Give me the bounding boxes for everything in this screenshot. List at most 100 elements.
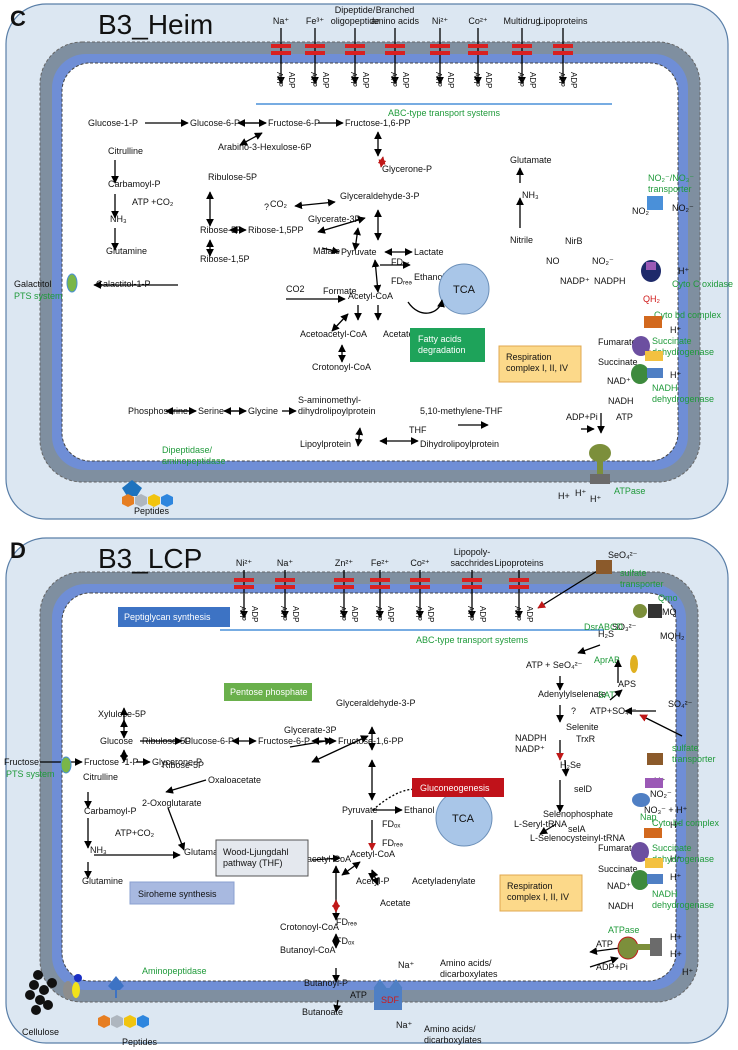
transporter-substrate: Multidrug [503,16,540,26]
atp-label: ATP [414,606,423,621]
adp-label: ADP [401,72,410,88]
metabolite-label: Glycerone-P [382,164,432,174]
cyto-c-oxidase-sub [646,262,656,270]
metabolite-label: Ribose-1,5P [200,254,250,264]
peptides-icon [122,480,173,507]
transporter-substrate: Lipoproteins [538,16,588,26]
succinate-dh-sub [645,351,663,361]
adp-label: ADP [287,72,296,88]
metabolite-label: Glutamine [106,246,147,256]
metabolite-label: Acetoacetyl-CoA [300,329,367,339]
metabolite-label: NirB [565,236,583,246]
atpase-head [617,936,639,960]
metabolite-label: Carbamoyl-P [84,806,137,816]
metabolite-label: Acetyl-CoA [350,849,395,859]
atp-label: ATP [557,72,566,87]
siroheme-box [129,881,235,905]
transporter-bar [462,585,482,589]
metabolite-label: NH₃ [90,845,107,855]
metabolite-label: H⁺ [678,266,689,276]
transporter-bar [512,51,532,55]
metabolite-label: Fumarate [598,337,637,347]
metabolite-label: THF [409,425,427,435]
transporter-substrate: Co²⁺ [410,558,430,568]
metabolite-label: ATP+SO₄²⁻ [590,706,637,716]
panel-letter: C [10,6,26,31]
metabolite-label: Fumarate [598,843,637,853]
pathway-arrow [317,216,366,234]
transporter-bar [345,44,365,48]
pathway-arrow [561,759,570,777]
atp-label: ATP [279,606,288,621]
metabolite-label: Glyceraldehyde-3-P [340,191,420,201]
transporter-substrate: Dipeptide/oligopeptide [331,5,380,26]
metabolite-label: Succinate [598,357,638,367]
atpase-label: ATPase [614,486,645,496]
pathway-arrow [589,956,619,968]
atp-label: ATP [389,72,398,87]
metabolite-label: Malate [313,246,340,256]
transporter-substrate: Na⁺ [273,16,290,26]
metabolite-label: NAD⁺ [607,881,631,891]
transporter-bar [334,585,354,589]
metabolite-label: Glucose [100,736,133,746]
metabolite-label: NO₂⁻ [632,206,654,216]
nap-sub [632,793,650,807]
transporter-bar [462,578,482,582]
question-mark: ? [264,202,269,212]
transporter-bar [370,585,390,589]
adp-label: ADP [426,606,435,622]
transporter-bar [410,585,430,589]
metabolite-label: 5,10-methylene-THF [420,406,503,416]
atp-label: ATP [275,72,284,87]
nap-complex [645,778,663,788]
adp-label: ADP [528,72,537,88]
metabolite-label: Crotonoyl-CoA [312,362,371,372]
transporter-bar [468,44,488,48]
metabolite-label: H⁺ [670,854,681,864]
sulfate-transporter-2 [647,753,663,765]
qh2-label: QH₂ [643,294,661,304]
metabolite-label: Ribulose-5P [208,172,257,182]
metabolite-label: SeO₄²⁻ [608,550,638,560]
metabolite-label: Lipoylprotein [300,439,351,449]
aminopeptidase-label: Aminopeptidase [142,966,207,976]
abc-label: ABC-type transport systems [388,108,501,118]
metabolite-label: ATP [350,990,367,1000]
metabolite-label: Glutamate [184,847,226,857]
adp-label: ADP [386,606,395,622]
pathway-arrow [589,947,621,955]
fatty-acids-box [410,328,485,362]
transporter-bar [553,51,573,55]
metabolite-label: Glutamine [82,876,123,886]
gluconeogenesis-link [372,788,417,811]
peptidoglycan-label: Peptiglycan synthesis [124,612,211,622]
metabolite-label: Ribose-5P [200,225,242,235]
metabolite-label: Adenylylselenate [538,689,606,699]
metabolite-label: H⁺ [575,488,586,498]
atpase-base [650,938,662,956]
adp-label: ADP [321,72,330,88]
metabolite-label: Glycerate-3P [284,725,337,735]
metabolite-label: Fructose-6-P [268,118,320,128]
atp-label: ATP [466,606,475,621]
transporter-bar [234,578,254,582]
cyto-bd-complex [644,828,662,838]
metabolite-label: Glycerate-3P [308,214,361,224]
metabolite-label: Fructose [4,757,39,767]
metabolite-label: H+ [670,932,682,942]
respiration-box [498,345,582,383]
qmo-sub [648,604,662,618]
atpase-stalk [636,944,652,950]
metabolite-label: Pyruvate [341,247,377,257]
metabolite-label: Citrulline [108,146,143,156]
metabolite-label: NADPH [594,276,626,286]
